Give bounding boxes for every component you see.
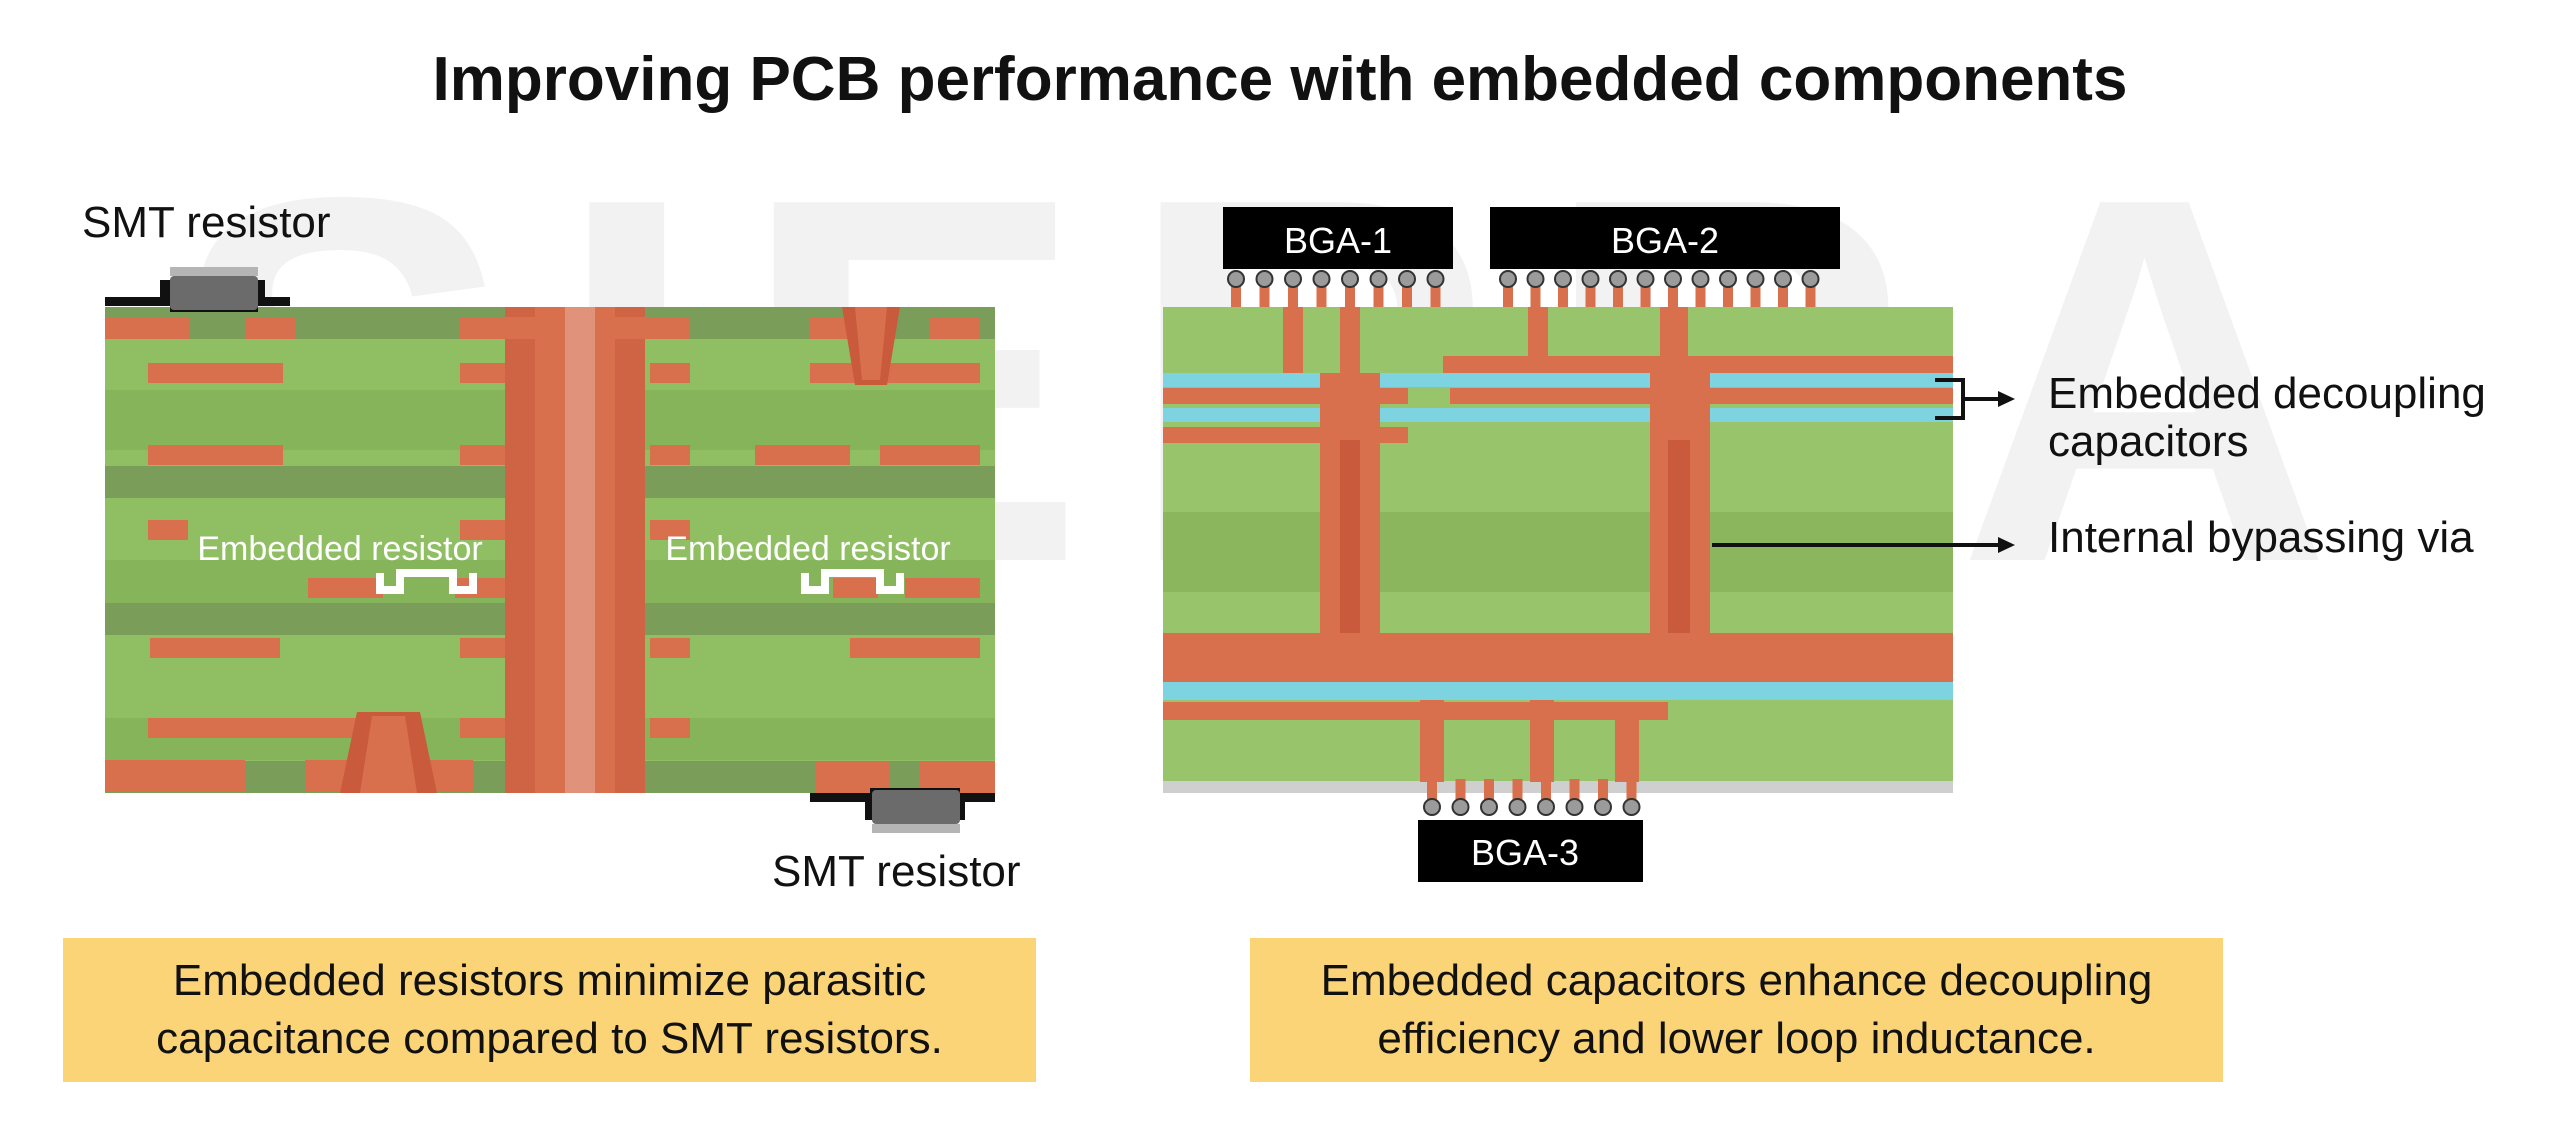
embedded-capacitor-layer-3	[1163, 682, 1953, 700]
solder-ball	[1801, 270, 1820, 288]
solder-ball	[1581, 270, 1600, 288]
smt-resistor-bottom	[810, 788, 995, 833]
internal-bypassing-via-label: Internal bypassing via	[2048, 513, 2474, 562]
ball-stem	[1569, 779, 1580, 807]
solder-ball	[1719, 270, 1737, 288]
solder-ball	[1554, 270, 1572, 288]
solder-ball	[1398, 270, 1416, 288]
ball-stem	[1530, 279, 1541, 307]
solder-ball	[1369, 270, 1388, 288]
bga-1-label: BGA-1	[1284, 220, 1392, 261]
left-caption-line1: Embedded resistors minimize parasitic	[172, 956, 927, 1005]
decoupling-label-line1: Embedded decoupling	[2048, 369, 2486, 418]
ball-stem	[1503, 279, 1513, 307]
solder-ball	[1526, 270, 1545, 288]
ball-stem	[1723, 279, 1733, 307]
ball-stem	[1558, 279, 1568, 307]
left-caption: Embedded resistors minimize parasitic ca…	[63, 938, 1036, 1082]
bga-3-label: BGA-3	[1471, 832, 1579, 873]
smt-resistor-top-label: SMT resistor	[82, 198, 331, 247]
page-title: Improving PCB performance with embedded …	[432, 45, 2128, 114]
ball-stem	[1231, 279, 1241, 307]
ball-stem	[1585, 279, 1596, 307]
solder-ball	[1594, 798, 1612, 816]
solder-ball	[1636, 270, 1655, 288]
solder-ball	[1746, 270, 1765, 288]
embedded-capacitor-layer-1	[1163, 373, 1953, 387]
smt-resistor-top	[105, 267, 290, 312]
solder-ball	[1622, 798, 1641, 816]
solder-ball	[1480, 798, 1498, 816]
ball-stem	[1695, 279, 1706, 307]
solder-ball	[1423, 798, 1441, 816]
ball-stem	[1259, 279, 1270, 307]
ball-stem	[1427, 779, 1437, 807]
solder-ball	[1508, 798, 1527, 816]
decoupling-capacitors-label: Embedded decoupling capacitors	[2048, 370, 2486, 466]
ball-stem	[1373, 279, 1384, 307]
solder-ball	[1284, 270, 1302, 288]
right-caption-line1: Embedded capacitors enhance decoupling	[1320, 956, 2153, 1005]
ball-stem	[1455, 779, 1466, 807]
ball-stem	[1402, 279, 1412, 307]
solder-ball	[1341, 270, 1359, 288]
solder-ball	[1426, 270, 1445, 288]
solder-ball	[1255, 270, 1274, 288]
decoupling-label-line2: capacitors	[2048, 417, 2249, 466]
ball-stem	[1668, 279, 1678, 307]
solder-ball	[1227, 270, 1245, 288]
ball-stem	[1316, 279, 1327, 307]
ball-stem	[1613, 279, 1623, 307]
ball-stem	[1512, 779, 1523, 807]
solder-ball	[1664, 270, 1682, 288]
right-pcb-cross-section: BGA-1 BGA-2 BGA-3	[1163, 207, 2015, 882]
solder-ball	[1451, 798, 1470, 816]
ball-stem	[1541, 779, 1551, 807]
left-caption-line2: capacitance compared to SMT resistors.	[156, 1014, 943, 1063]
bga-3-package: BGA-3	[1418, 779, 1643, 882]
ball-stem	[1805, 279, 1816, 307]
ball-stem	[1598, 779, 1608, 807]
bga-1-package: BGA-1	[1223, 207, 1453, 307]
ball-stem	[1484, 779, 1494, 807]
left-pcb-cross-section	[105, 267, 995, 833]
ball-stem	[1288, 279, 1298, 307]
ball-stem	[1640, 279, 1651, 307]
solder-ball	[1691, 270, 1710, 288]
ball-stem	[1430, 279, 1441, 307]
embedded-resistor-label-right: Embedded resistor	[665, 530, 950, 568]
embedded-resistor-label-left: Embedded resistor	[197, 530, 482, 568]
bga-2-label: BGA-2	[1611, 220, 1719, 261]
ball-stem	[1750, 279, 1761, 307]
bga-2-balls	[1499, 270, 1820, 307]
solder-ball	[1565, 798, 1584, 816]
bga-3-balls	[1423, 779, 1641, 816]
solder-ball	[1774, 270, 1792, 288]
solder-ball	[1537, 798, 1555, 816]
solder-ball	[1499, 270, 1517, 288]
bga-1-balls	[1227, 270, 1445, 307]
ball-stem	[1778, 279, 1788, 307]
embedded-capacitor-layer-2	[1163, 408, 1953, 422]
bga-2-package: BGA-2	[1490, 207, 1840, 307]
right-caption-line2: efficiency and lower loop inductance.	[1377, 1014, 2096, 1063]
solder-ball	[1609, 270, 1627, 288]
ball-stem	[1345, 279, 1355, 307]
right-caption: Embedded capacitors enhance decoupling e…	[1250, 938, 2223, 1082]
ball-stem	[1626, 779, 1637, 807]
smt-resistor-bottom-label: SMT resistor	[772, 847, 1021, 896]
solder-ball	[1312, 270, 1331, 288]
